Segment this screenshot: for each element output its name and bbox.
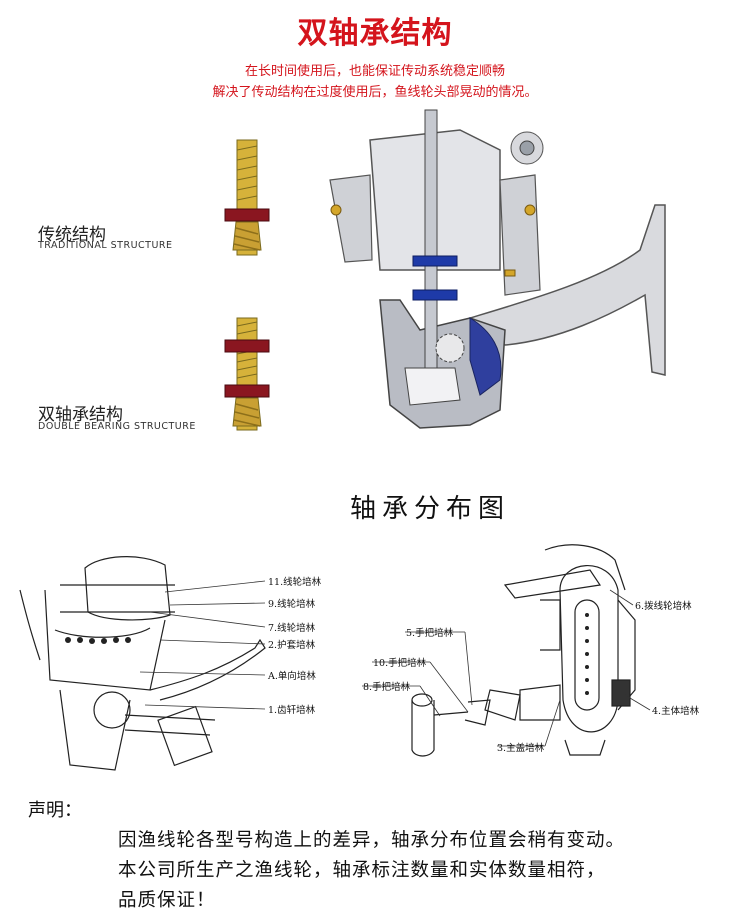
page-title: 双轴承结构 [297, 16, 453, 51]
callout-right-6: 3.主盖培林 [497, 743, 545, 754]
bearing-distribution-title: 轴承分布图 [349, 494, 510, 524]
callout-right-4: 6.拨线轮培林 [635, 601, 692, 612]
callout-right-3: 8.手把培林 [363, 682, 411, 693]
traditional-label-cn: 传统结构 [38, 225, 106, 245]
callout-left-4: 2.护套培林 [268, 640, 316, 651]
double-bearing-shaft-illustration [224, 317, 270, 431]
callout-left-3: 7.线轮培林 [268, 623, 316, 634]
callout-left-2: 9.线轮培林 [268, 599, 316, 610]
callout-left-6: 1.齿轩培林 [268, 705, 316, 716]
subtitle-line-2: 解决了传动结构在过度使用后，鱼线轮头部晃动的情况。 [212, 85, 538, 100]
callout-right-2: 10.手把培林 [373, 658, 427, 669]
right-reel-line-drawing [411, 544, 636, 757]
left-reel-line-drawing [19, 556, 266, 771]
double-label-cn: 双轴承结构 [38, 405, 123, 425]
statement-line-3: 品质保证！ [118, 890, 216, 911]
statement-title: 声明： [28, 800, 82, 821]
traditional-label-en: TRADITIONAL STRUCTURE [38, 240, 173, 251]
traditional-shaft-illustration [224, 139, 270, 256]
double-label-en: DOUBLE BEARING STRUCTURE [38, 421, 196, 432]
callout-right-5: 4.主体培林 [652, 706, 700, 717]
left-leader-lines [139, 580, 266, 710]
right-leader-lines [362, 589, 651, 747]
callout-left-1: 11.线轮培林 [268, 577, 322, 588]
reel-cutaway-illustration [329, 109, 666, 429]
statement-line-2: 本公司所生产之渔线轮，轴承标注数量和实体数量相符， [118, 860, 606, 881]
callout-left-5: A.单向培林 [268, 671, 316, 682]
subtitle-line-1: 在长时间使用后，也能保证传动系统稳定顺畅 [244, 64, 505, 79]
callout-right-1: 5.手把培林 [406, 628, 454, 639]
statement-line-1: 因渔线轮各型号构造上的差异，轴承分布位置会稍有变动。 [118, 830, 626, 851]
